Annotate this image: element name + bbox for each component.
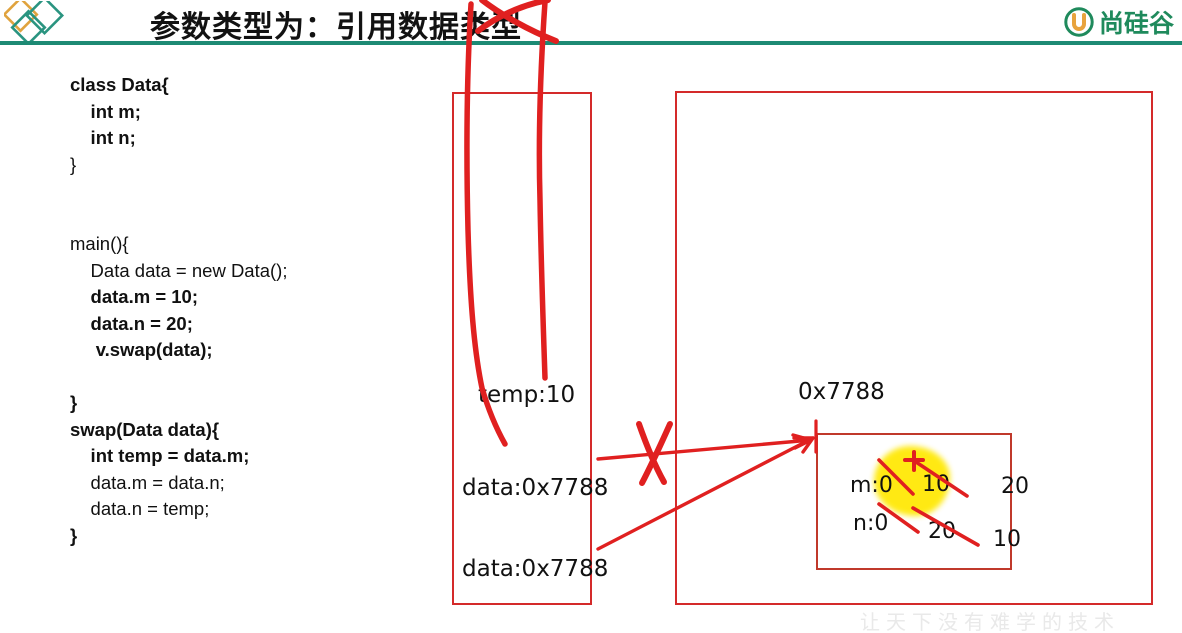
code-line: int n; (70, 127, 136, 148)
code-line: } (70, 524, 78, 546)
code-line (70, 178, 400, 205)
code-line: int temp = data.m; (70, 445, 250, 466)
brand-name: 尚硅谷 (1098, 9, 1174, 38)
code-line: } (70, 153, 77, 175)
code-line: Data data = new Data(); (70, 259, 288, 281)
brand-logo: 尚硅谷 (1064, 3, 1174, 41)
double-diamond-logo-icon (2, 0, 104, 46)
u-circle-logo-icon (1064, 7, 1094, 37)
field-n-value-2: 10 (993, 527, 1021, 552)
code-line: data.n = temp; (70, 498, 210, 519)
header-divider (0, 41, 1182, 45)
code-line: data.m = data.n; (70, 471, 225, 493)
code-line: } (70, 392, 78, 413)
slide-header: 参数类型为：引用数据类型 尚硅谷 (0, 0, 1182, 46)
cross-out-x-mark (636, 421, 673, 486)
field-n-initial: n:0 (853, 511, 889, 536)
watermark-text: 让天下没有难学的技术 (860, 610, 1120, 633)
field-m-initial: m:0 (850, 473, 893, 498)
field-n-value-1: 20 (928, 519, 956, 544)
code-line (70, 364, 400, 391)
code-line: int m; (70, 100, 141, 122)
code-line: data.m = 10; (70, 286, 199, 307)
stack-entry-temp: temp:10 (478, 382, 576, 408)
page-title: 参数类型为：引用数据类型 (150, 10, 522, 45)
code-line: v.swap(data); (70, 339, 213, 360)
code-line: swap(Data data){ (70, 418, 220, 440)
field-m-value-2: 20 (1001, 474, 1029, 499)
code-line (70, 205, 400, 232)
data-object-box (816, 433, 1012, 570)
heap-memory-box (675, 91, 1153, 605)
stack-entry-main-data: data:0x7788 (462, 556, 609, 582)
java-code-listing: class Data{ int m; int n;} main(){ Data … (70, 72, 400, 549)
code-line: main(){ (70, 233, 129, 254)
stack-entry-swap-data: data:0x7788 (462, 475, 609, 501)
code-line: data.n = 20; (70, 312, 193, 334)
stack-memory-box (452, 92, 592, 605)
heap-address-label: 0x7788 (798, 379, 885, 405)
field-m-value-1: 10 (922, 472, 950, 497)
code-line: class Data{ (70, 74, 169, 95)
